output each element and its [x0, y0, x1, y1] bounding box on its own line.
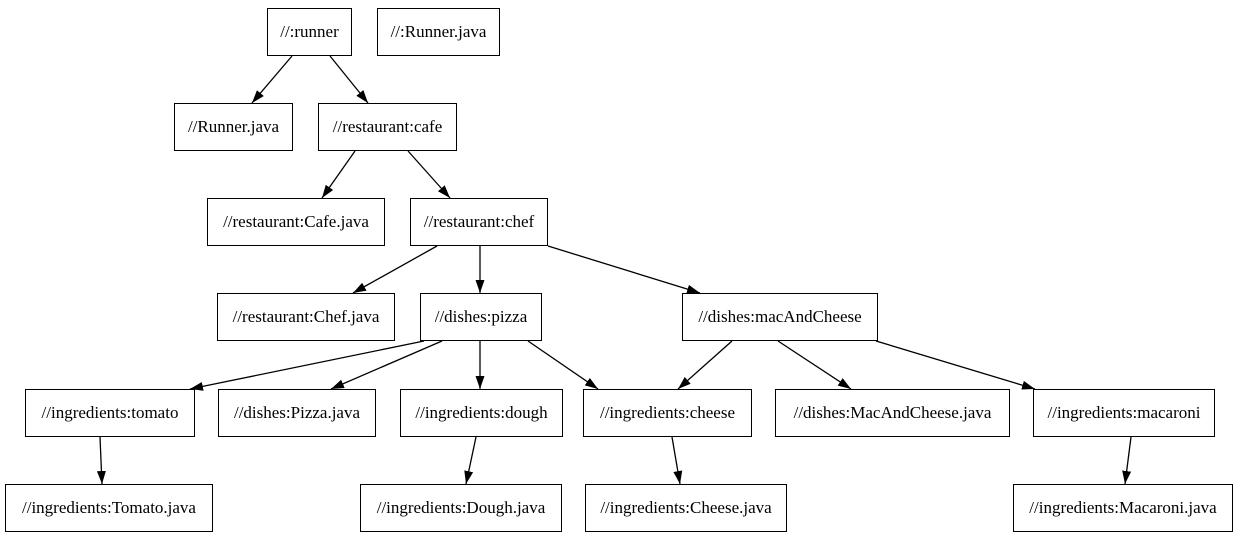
graph-node-label: //:runner [280, 22, 339, 41]
graph-node-label: //ingredients:Cheese.java [600, 498, 772, 517]
graph-node-label: //ingredients:macaroni [1047, 403, 1201, 422]
graph-edge-tomato-to-tomato-java [96, 436, 106, 485]
graph-edge-macandcheese-to-macaroni [875, 340, 1036, 390]
graph-node-label: //dishes:macAndCheese [698, 307, 862, 326]
graph-node-label: //Runner.java [187, 117, 280, 136]
graph-edge-runner-to-runner-java [251, 55, 293, 104]
graph-node-label: //ingredients:Macaroni.java [1029, 498, 1217, 517]
graph-node-chef: //restaurant:chef [410, 198, 548, 246]
graph-edge-macandcheese-to-macandcheese-java [777, 340, 852, 390]
graph-node-cheese-java: //ingredients:Cheese.java [585, 484, 787, 532]
graph-node-macaroni-java: //ingredients:Macaroni.java [1013, 484, 1233, 532]
graph-node-dough-java: //ingredients:Dough.java [360, 484, 562, 532]
graph-node-cafe: //restaurant:cafe [318, 103, 457, 151]
graph-node-chef-java: //restaurant:Chef.java [217, 293, 395, 341]
graph-edge-chef-to-macandcheese [547, 245, 701, 294]
graph-node-label: //dishes:pizza [434, 307, 528, 326]
graph-node-macaroni: //ingredients:macaroni [1033, 389, 1215, 437]
graph-node-label: //restaurant:cafe [332, 117, 443, 136]
graph-edge-pizza-to-pizza-java [330, 340, 443, 390]
graph-node-label: //:Runner.java [390, 22, 487, 41]
graph-node-label: //ingredients:dough [415, 403, 548, 422]
graph-node-macandcheese: //dishes:macAndCheese [682, 293, 878, 341]
graph-node-tomato: //ingredients:tomato [25, 389, 195, 437]
graph-node-label: //ingredients:tomato [41, 403, 179, 422]
graph-edge-chef-to-chef-java [352, 245, 438, 294]
graph-node-macandcheese-java: //dishes:MacAndCheese.java [775, 389, 1010, 437]
graph-node-label: //restaurant:Cafe.java [223, 212, 369, 231]
graph-edge-macaroni-to-macaroni-java [1122, 436, 1132, 485]
graph-node-pizza: //dishes:pizza [420, 293, 542, 341]
graph-edge-cafe-to-cafe-java [321, 150, 356, 199]
graph-node-runner-java-file: //:Runner.java [377, 8, 500, 56]
graph-edge-dough-to-dough-java [464, 436, 477, 485]
graph-node-cafe-java: //restaurant:Cafe.java [207, 198, 385, 246]
graph-node-dough: //ingredients:dough [400, 389, 563, 437]
graph-edge-pizza-to-cheese [527, 340, 599, 390]
graph-node-tomato-java: //ingredients:Tomato.java [5, 484, 213, 532]
graph-edge-macandcheese-to-cheese [677, 340, 733, 390]
graph-node-runner-java: //Runner.java [174, 103, 293, 151]
graph-node-label: //dishes:Pizza.java [233, 403, 361, 422]
graph-node-label: //ingredients:Dough.java [376, 498, 546, 517]
graph-node-label: //restaurant:Chef.java [232, 307, 380, 326]
graph-edge-runner-to-cafe [329, 55, 369, 104]
graph-edge-cafe-to-chef [407, 150, 451, 199]
graph-edge-pizza-to-tomato [189, 340, 425, 391]
graph-node-label: //ingredients:Tomato.java [22, 498, 196, 517]
graph-node-cheese: //ingredients:cheese [583, 389, 752, 437]
graph-edge-cheese-to-cheese-java [671, 436, 683, 485]
graph-node-pizza-java: //dishes:Pizza.java [218, 389, 376, 437]
graph-node-label: //restaurant:chef [423, 212, 535, 231]
graph-edges [96, 55, 1132, 485]
graph-node-label: //ingredients:cheese [599, 403, 735, 422]
graph-node-runner: //:runner [267, 8, 352, 56]
graph-node-label: //dishes:MacAndCheese.java [793, 403, 992, 422]
